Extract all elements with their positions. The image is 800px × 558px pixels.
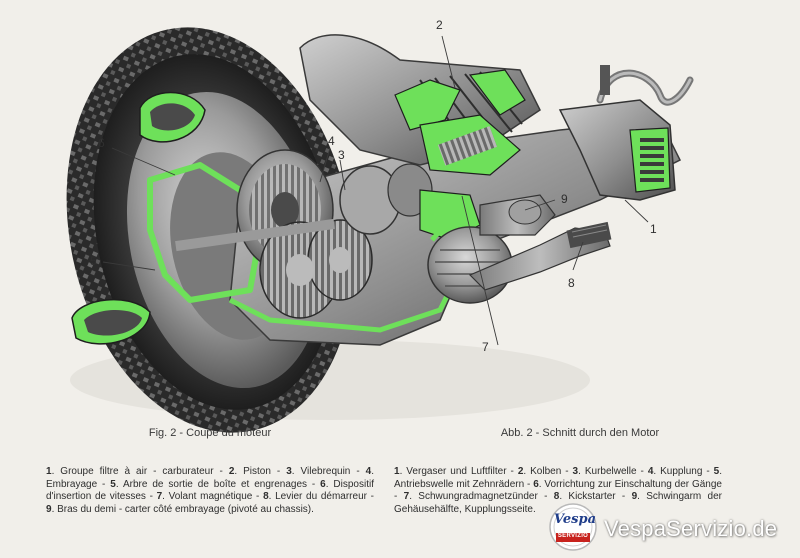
- legend-item-text: . Schwungradmagnetzünder -: [409, 491, 554, 502]
- legend-item-text: . Kolben -: [523, 466, 573, 477]
- legend-item-number: 6: [533, 478, 539, 490]
- legend-item-text: . Vorrichtung zur Einschaltung der Gänge…: [394, 478, 722, 503]
- callout-9: 9: [561, 192, 568, 206]
- crankshaft: [339, 163, 481, 241]
- cylinder-assembly: [299, 34, 541, 176]
- callout-5: 5: [90, 254, 97, 268]
- legend-german: 1. Vergaser und Luftfilter - 2. Kolben -…: [394, 466, 722, 516]
- watermark-site: VespaServizio.de: [604, 516, 778, 541]
- legend-item-number: 8: [263, 491, 269, 502]
- logo-word: Vespa: [554, 512, 596, 527]
- legend-item-number: 5: [713, 466, 720, 477]
- vespa-servizio-logo: [549, 503, 597, 551]
- legend-item-number: 6: [320, 478, 326, 490]
- callout-1: 1: [650, 222, 657, 236]
- legend-item-number: 9: [46, 503, 52, 515]
- legend-item-text: . Groupe filtre à air - carburateur -: [51, 466, 229, 477]
- callout-4: 4: [328, 134, 335, 148]
- legend-item-number: 1: [394, 466, 400, 477]
- legend-item-text: . Vilebrequin -: [291, 466, 366, 477]
- legend-item-text: . Levier du démarreur -: [268, 491, 374, 502]
- legend-item-number: 2: [517, 466, 524, 477]
- callout-leaders: [102, 35, 649, 346]
- legend-item-text: . Bras du demi - carter côté embrayage (…: [51, 503, 314, 515]
- kickstart-lever: [468, 221, 612, 291]
- carburetor-airfilter: [558, 65, 694, 201]
- legend-item-text: . Schwingarm der Gehäusehälfte, Kupplung…: [394, 491, 723, 515]
- callout-6: 6: [98, 136, 105, 150]
- engine-cutaway-illustration: [66, 27, 694, 433]
- legend-item-text: . Antriebswelle mit Zehnrädern -: [394, 466, 722, 490]
- legend-item-number: 1: [46, 466, 52, 477]
- callout-8: 8: [568, 276, 575, 290]
- legend-item-number: 4: [647, 466, 654, 477]
- legend-item-number: 5: [110, 478, 116, 490]
- legend-item-number: 7: [403, 491, 410, 502]
- pivot-arm: [479, 194, 556, 236]
- legend-item-text: . Kurbelwelle -: [578, 466, 648, 477]
- logo-sub: SERVIZIO: [557, 533, 589, 539]
- legend-item-text: . Dispositif d'insertion de vitesses -: [46, 478, 374, 503]
- legend-item-text: . Vergaser und Luftfilter -: [399, 466, 518, 477]
- legend-item-number: 3: [572, 466, 579, 477]
- legend-item-text: . Volant magnétique -: [162, 491, 264, 502]
- callout-3: 3: [338, 148, 345, 162]
- legend-item-number: 4: [365, 466, 372, 477]
- legend-item-number: 7: [156, 491, 163, 502]
- legend-item-number: 9: [631, 491, 638, 502]
- legend-item-text: . Kupplung -: [653, 466, 714, 477]
- callout-2: 2: [436, 18, 443, 32]
- caption-german: Abb. 2 - Schnitt durch den Motor: [500, 427, 660, 439]
- legend-item-number: 3: [286, 466, 292, 477]
- legend-item-number: 8: [553, 491, 560, 502]
- legend-item-number: 2: [228, 466, 235, 477]
- gearbox: [175, 218, 373, 319]
- legend-item-text: . Piston -: [234, 466, 287, 477]
- caption-french: Fig. 2 - Coupe du moteur: [148, 427, 272, 439]
- legend-french: 1. Groupe filtre à air - carburateur - 2…: [46, 466, 374, 516]
- legend-item-text: . Arbre de sortie de boîte et engrenages…: [115, 478, 321, 490]
- callout-7: 7: [482, 340, 489, 354]
- legend-item-text: . Kickstarter -: [559, 491, 632, 502]
- legend-item-text: . Embrayage -: [46, 466, 374, 490]
